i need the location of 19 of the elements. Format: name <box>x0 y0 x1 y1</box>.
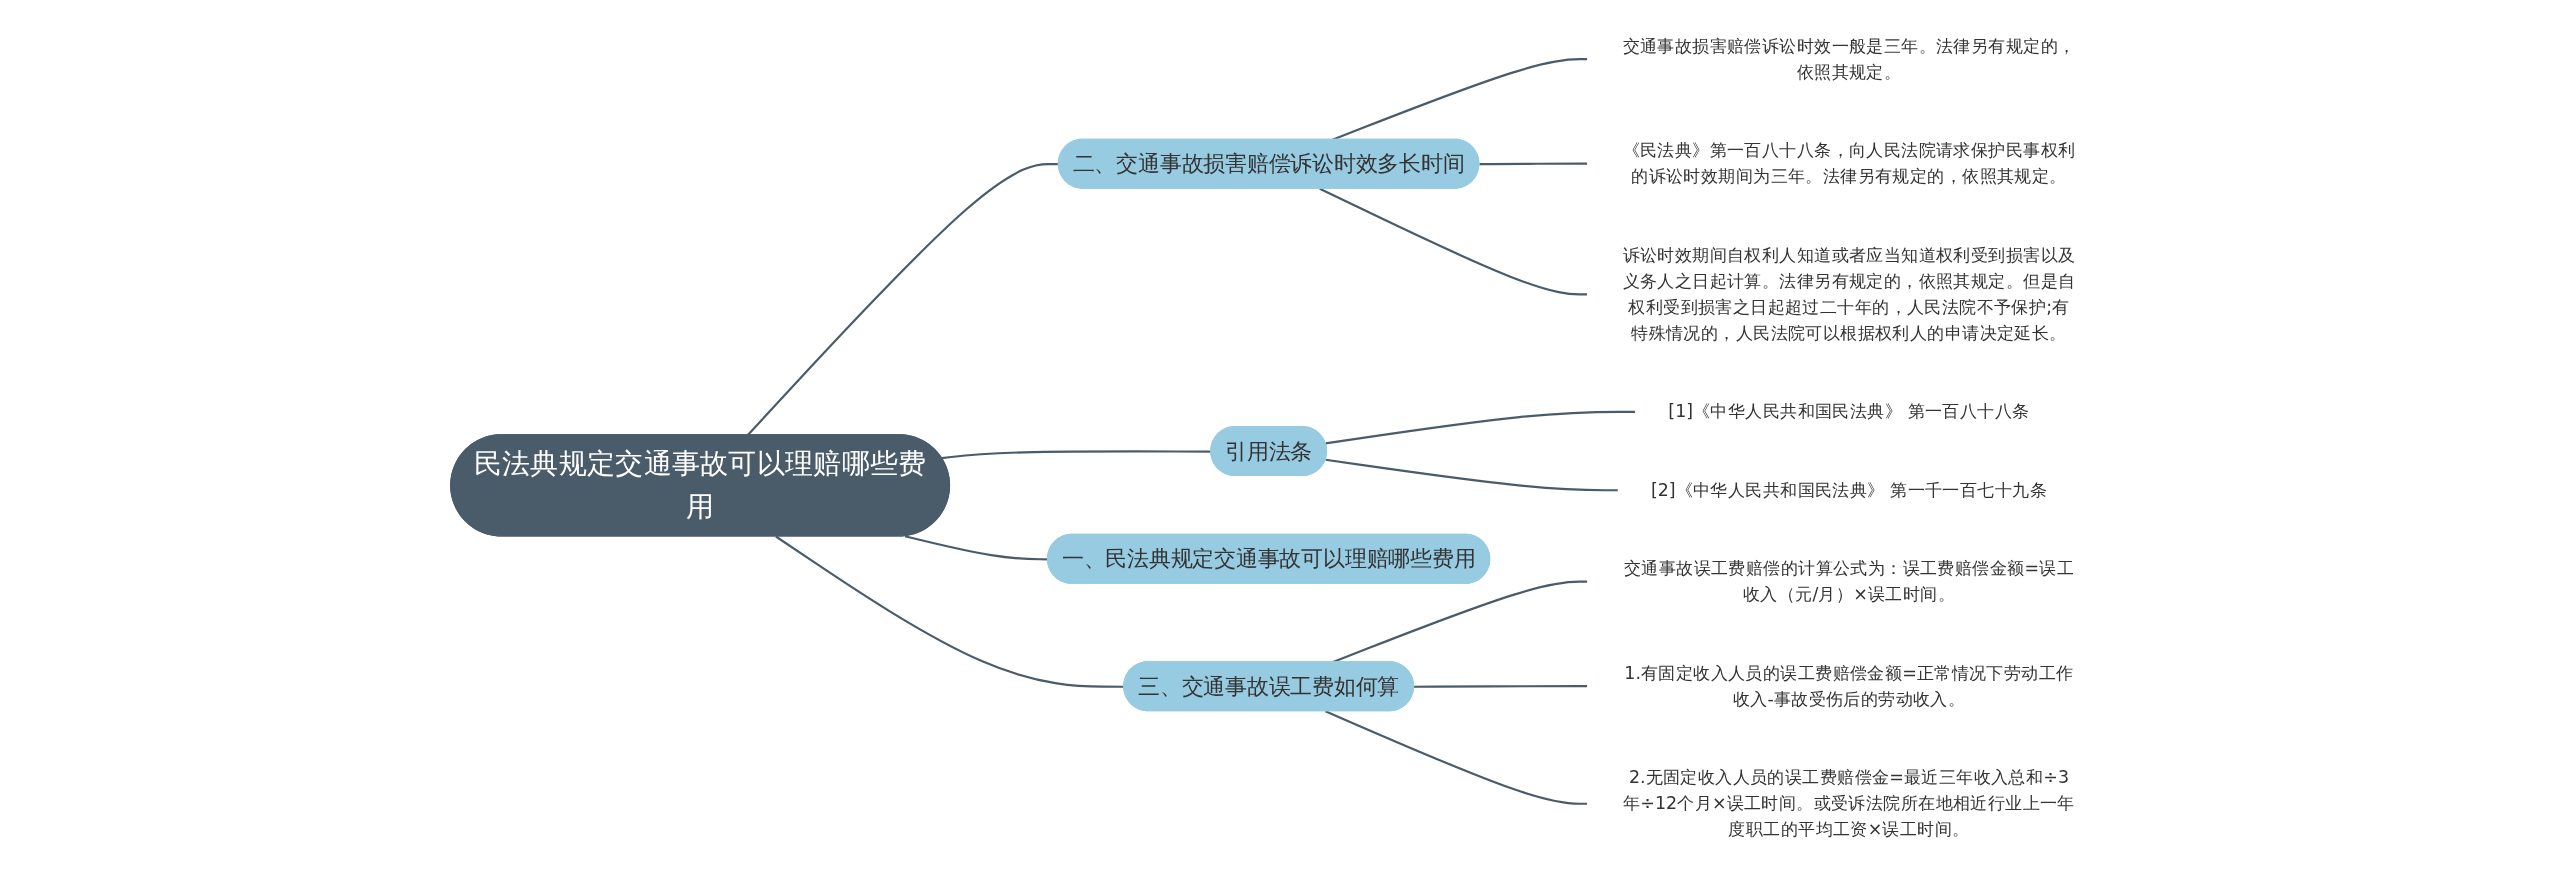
connector <box>1478 162 1588 165</box>
node-text: [1]《中华人民共和国民法典》 第一百八十八条 <box>1667 400 2030 422</box>
mind-map: 民法典规定交通事故可以理赔哪些费用 二、交通事故损害赔偿诉讼时效多长时间 交通事故损害赔偿诉讼时效一般是三年。法律另有规定的，依照其规定。 《民法典》第一百八十八条，向人民法院请求保护民事权利的诉讼时效期间为三年。法律另有规定的，依照其规定。 诉讼时效期间自权利人知道或者应当知道权利受到损害以及义务人之日起计算。法律另有规定的，依照其规定。但是自权利受到损害之日起超过二十年的，人民法院不予保护;有特殊情况的，人民法院可以根据权利人的申请决定延长。 引用法条 [1]《中华人民共和国民法典》 第一百八十八条 [2]《中华人民共和国民法典》 第一千一百七十九条 一、民法典规定交通事故可以理赔哪些费用 三、交通事故误工费如何算 交通事故误工费赔偿的计算公式为：误工费赔偿金额=误工收入（元/月）×误工时间。 1.有固定收入人员的误工费赔偿金额=正常情况下劳动工作收入-事故受伤后的劳动收入。 2.无固定收入人员的误工费赔偿金=最近三年收入总和÷3年÷12个月×误工时间。或受诉法院所在地相近行业上一年度职工的平均工资×误工时间。 <box>441 7 2119 868</box>
connector <box>904 534 1048 560</box>
connector <box>1318 187 1588 295</box>
connector <box>1324 709 1588 805</box>
node-text: 交通事故损害赔偿诉讼时效一般是三年。法律另有规定的，依照其规定。 <box>1622 34 2075 82</box>
node-text: 诉讼时效期间自权利人知道或者应当知道权利受到损害以及义务人之日起计算。法律另有规定的，依照其规定。但是自权利受到损害之日起超过二十年的，人民法院不予保护;有特殊情况的，人民法院可以根据权利人的申请决定延长。 <box>1622 243 2075 343</box>
node-text: 2.无固定收入人员的误工费赔偿金=最近三年收入总和÷3年÷12个月×误工时间。或受诉法院所在地相近行业上一年度职工的平均工资×误工时间。 <box>1622 766 2075 840</box>
connector <box>1413 684 1588 688</box>
connector <box>1324 458 1618 491</box>
node-text: [2]《中华人民共和国民法典》 第一千一百七十九条 <box>1650 478 2047 500</box>
node-text: 交通事故误工费赔偿的计算公式为：误工费赔偿金额=误工收入（元/月）×误工时间。 <box>1623 557 2074 605</box>
connector <box>774 535 1124 688</box>
node-text: 1.有固定收入人员的误工费赔偿金额=正常情况下劳动工作收入-事故受伤后的劳动收入。 <box>1623 661 2074 709</box>
connector <box>1324 410 1636 444</box>
connector <box>941 449 1211 459</box>
connector <box>746 162 1059 436</box>
node-text: 《民法典》第一百八十八条，向人民法院请求保护民事权利的诉讼时效期间为三年。法律另有规定的，依照其规定。 <box>1622 139 2075 187</box>
